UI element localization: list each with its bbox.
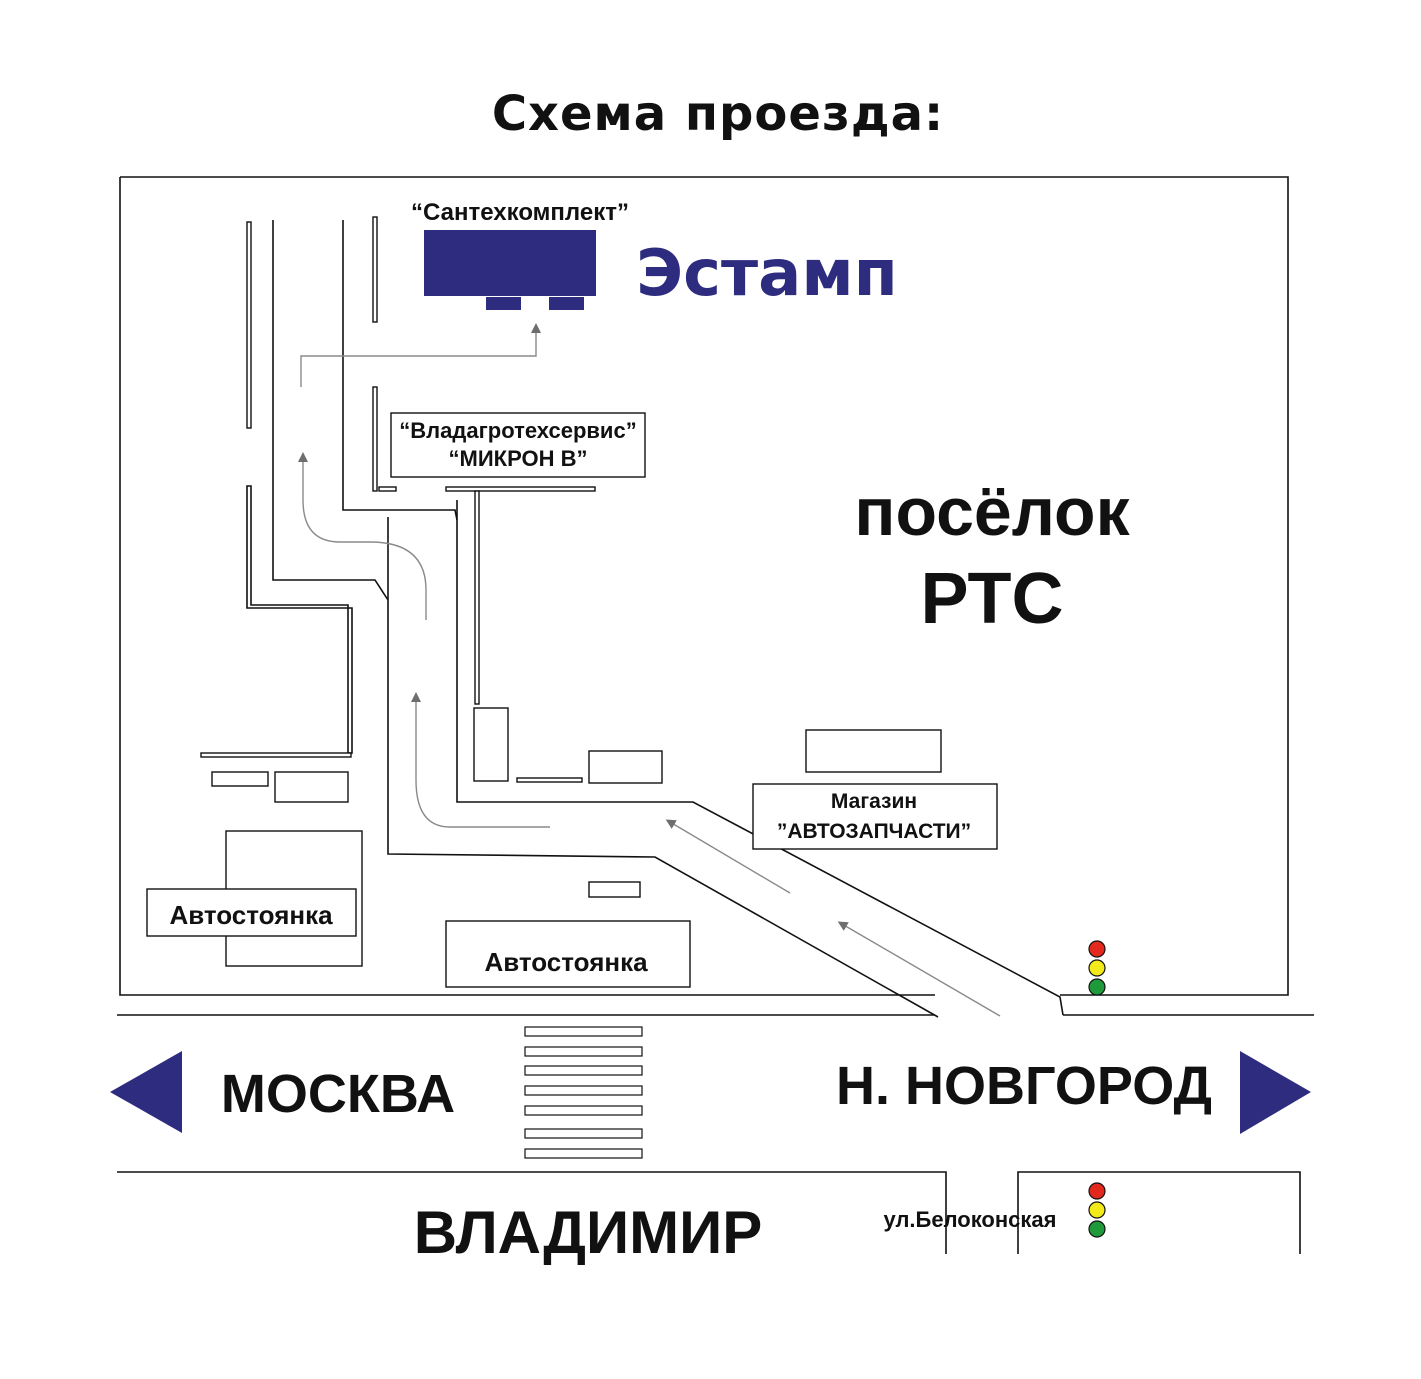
route-arrow-north-2 [298, 452, 427, 620]
label-magazin: Магазин [831, 790, 917, 813]
estamp-entrance-2 [549, 297, 584, 310]
building-strip-2 [372, 216, 378, 323]
building-small-6 [805, 729, 942, 773]
label-mikron-v: “МИКРОН В” [449, 446, 588, 471]
route-arrow-entry-1 [837, 921, 1001, 1017]
building-strip-4 [378, 486, 397, 492]
highway-south-edge [117, 1171, 1301, 1254]
estamp-building [424, 230, 596, 296]
building-strip-7 [200, 752, 352, 758]
building-small-7 [588, 881, 641, 898]
label-estamp: Эстамп [636, 237, 898, 311]
parking-center-box [445, 920, 691, 988]
route-arrow-final [300, 323, 541, 387]
building-strip-5 [445, 486, 596, 492]
vladagro-box [390, 412, 646, 478]
access-road-east-edge [456, 500, 1064, 1016]
label-n-novgorod: Н. НОВГОРОД [836, 1056, 1212, 1116]
building-small-2 [274, 771, 349, 803]
label-belokonskaya: ул.Белоконская [884, 1207, 1057, 1232]
building-small-4 [516, 777, 583, 783]
building-small-5 [588, 750, 663, 784]
label-parking-center: Автостоянка [484, 947, 648, 977]
label-vladimir: ВЛАДИМИР [414, 1199, 763, 1266]
label-rts: РТС [920, 559, 1063, 639]
parking-left-box [146, 888, 357, 937]
map-title: Схема проезда: [492, 86, 944, 142]
label-parking-left: Автостоянка [169, 900, 333, 930]
label-santehkomplekt: “Сантехкомплект” [411, 199, 629, 226]
building-strip-3 [372, 386, 378, 492]
route-arrow-entry-2 [665, 819, 791, 894]
building-small-3 [473, 707, 509, 782]
triangle-right-icon [1240, 1051, 1311, 1134]
access-road-west-edge [387, 517, 939, 1018]
building-small-1 [211, 771, 269, 787]
route-arrow-north-1 [411, 692, 550, 828]
traffic-light-icon [1088, 1182, 1106, 1238]
magazin-box [752, 783, 998, 850]
western-road-edge [342, 220, 458, 521]
label-posyolok: посёлок [854, 474, 1130, 550]
triangle-left-icon [110, 1051, 182, 1133]
building-strip-1 [246, 221, 252, 429]
label-avtozapchasti: ”АВТОЗАПЧАСТИ” [777, 820, 971, 843]
building-strip-6 [474, 490, 480, 705]
label-moskva: МОСКВА [221, 1064, 455, 1124]
western-inner-road-edge [272, 220, 389, 601]
traffic-light-icon [1088, 940, 1106, 996]
district-border [119, 176, 1289, 996]
crosswalk [524, 1026, 643, 1159]
building-l-block [246, 485, 353, 754]
estamp-entrance-1 [486, 297, 521, 310]
label-vladagrotehservis: “Владагротехсервис” [399, 418, 636, 443]
